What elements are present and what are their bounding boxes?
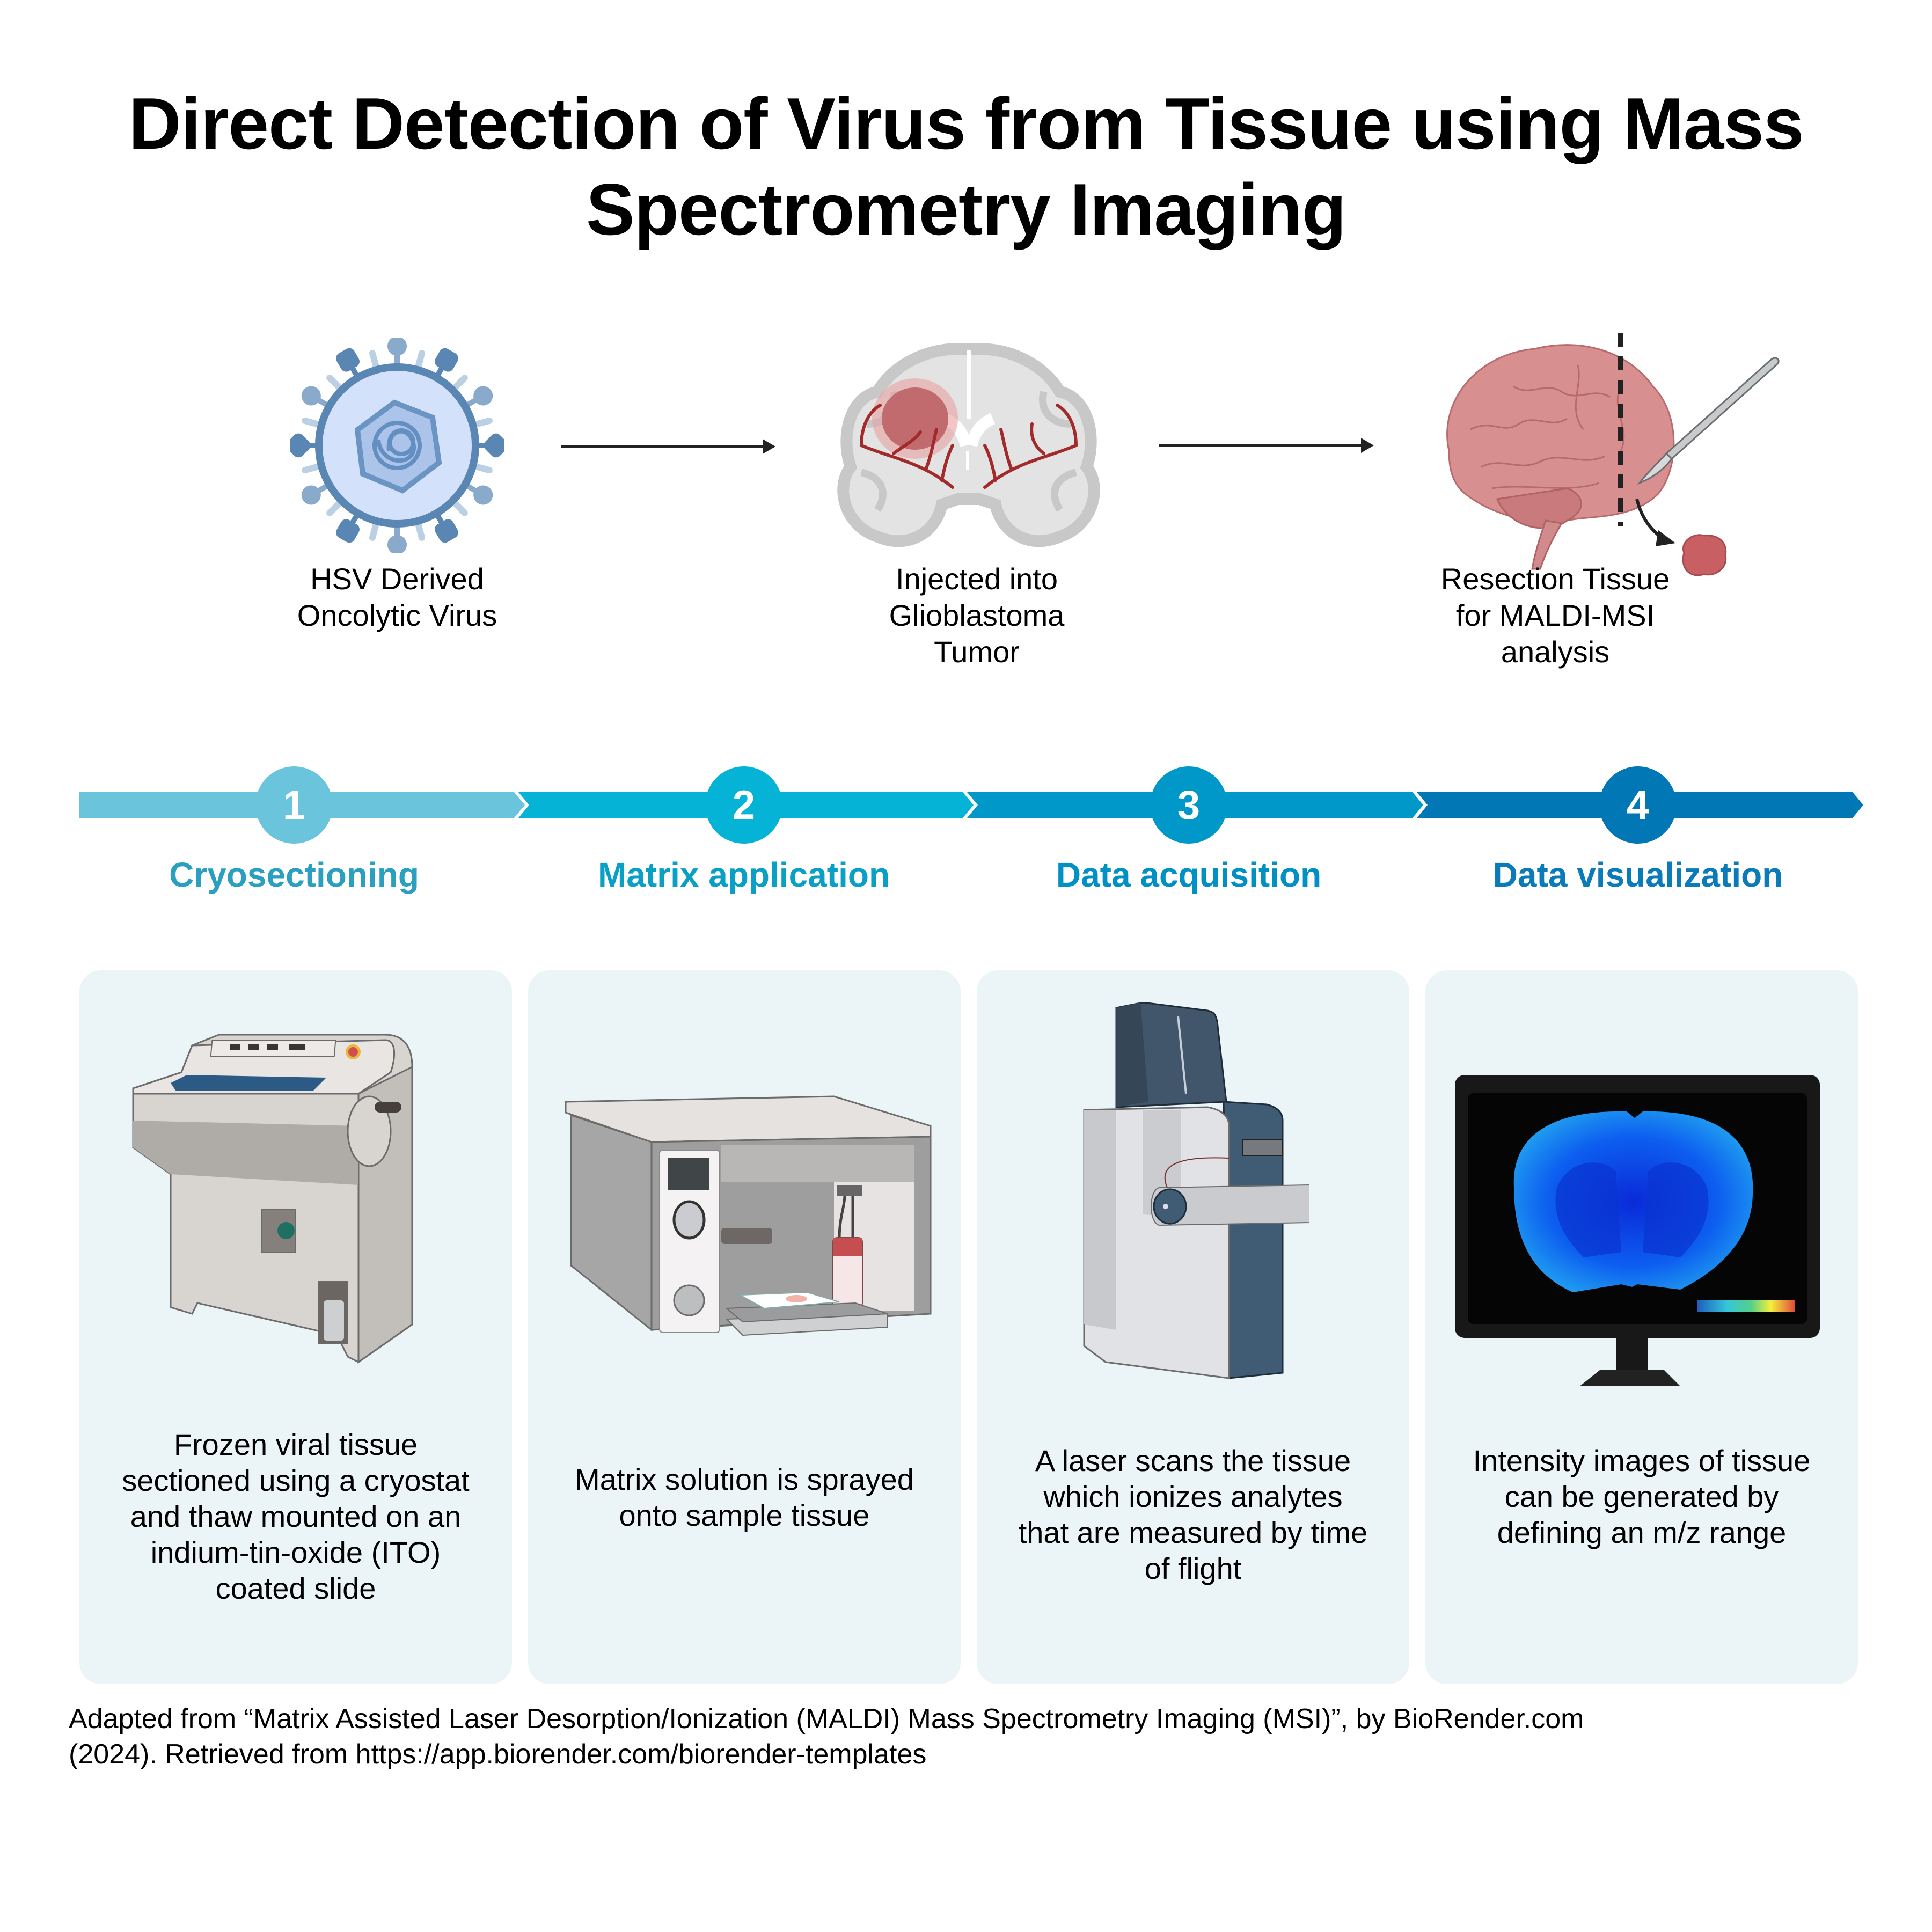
- cryostat-icon: [132, 1034, 413, 1364]
- scalpel-icon: [1637, 357, 1780, 485]
- virus-genome: [372, 421, 422, 470]
- brain-resection-icon: [1446, 333, 1780, 576]
- caption-line: that are measured by time: [1018, 1516, 1368, 1549]
- caption-line: onto sample tissue: [619, 1498, 870, 1532]
- msi-tissue-image: [1513, 1111, 1753, 1292]
- label-line: Injected into: [896, 562, 1058, 596]
- label-line: analysis: [1501, 635, 1610, 669]
- virus-spikes: [290, 338, 504, 553]
- gauge: [672, 1200, 706, 1240]
- brain-tumor-section-icon: [837, 343, 1100, 547]
- status-display: [1242, 1139, 1283, 1156]
- caption-line: defining an m/z range: [1497, 1516, 1787, 1549]
- tissue-sample: [786, 1295, 807, 1302]
- color-scale-bar: [1697, 1300, 1795, 1312]
- footer-line-1: Adapted from “Matrix Assisted Laser Deso…: [69, 1703, 1584, 1735]
- tumor: [882, 387, 948, 450]
- overview-label-resection: Resection Tissue for MALDI-MSI analysis: [1367, 561, 1743, 670]
- label-line: Tumor: [934, 635, 1020, 669]
- label-line: for MALDI-MSI: [1455, 598, 1655, 632]
- step-badge-1: [255, 766, 333, 844]
- mass-spectrometer-icon: [1083, 1002, 1309, 1379]
- sample-port: [1153, 1188, 1187, 1225]
- page-title: Direct Detection of Virus from Tissue us…: [0, 80, 1932, 252]
- handwheel-handle: [375, 1102, 401, 1113]
- label-line: Glioblastoma: [889, 598, 1065, 632]
- caption-line: indium-tin-oxide (ITO): [150, 1535, 441, 1569]
- label-line: Oncolytic Virus: [297, 598, 497, 632]
- step-card-matrix-application: Matrix solution is sprayed onto sample t…: [528, 970, 961, 1684]
- cryo-chamber: [171, 1075, 326, 1091]
- overview-label-injection: Injected into Glioblastoma Tumor: [789, 561, 1165, 670]
- step-progress-bar: 1 2 3 4: [79, 766, 1863, 844]
- step-label-matrix-application: Matrix application: [597, 855, 890, 894]
- dial-knob: [673, 1284, 705, 1316]
- step-badge-4: [1599, 766, 1677, 844]
- caption-line: Frozen viral tissue: [173, 1428, 418, 1461]
- step-number-3: 3: [1177, 782, 1200, 828]
- resected-tissue: [1682, 534, 1727, 576]
- card-caption: Matrix solution is sprayed onto sample t…: [528, 1461, 961, 1533]
- monitor-stand: [1616, 1338, 1648, 1370]
- virus-capsid: [354, 399, 442, 494]
- step-number-1: 1: [283, 782, 305, 828]
- brain-lateral: [1446, 344, 1675, 570]
- step-label-data-acquisition: Data acquisition: [1056, 855, 1322, 894]
- label-line: Resection Tissue: [1440, 562, 1670, 596]
- caption-line: can be generated by: [1504, 1480, 1779, 1513]
- caption-line: and thaw mounted on an: [130, 1499, 462, 1533]
- flow-arrow-1: [561, 439, 775, 454]
- step-badge-3: [1150, 766, 1227, 844]
- monitor-base: [1579, 1370, 1680, 1386]
- step-card-data-visualization: Intensity images of tissue can be genera…: [1425, 970, 1858, 1684]
- step-number-4: 4: [1627, 782, 1649, 828]
- caption-line: A laser scans the tissue: [1035, 1444, 1351, 1477]
- caption-line: of flight: [1144, 1552, 1242, 1585]
- step-label-cryosectioning: Cryosectioning: [169, 855, 419, 894]
- label-line: HSV Derived: [310, 562, 484, 596]
- step-badge-2: [705, 766, 782, 844]
- card-caption: Intensity images of tissue can be genera…: [1425, 1443, 1858, 1550]
- display-screen: [668, 1158, 709, 1190]
- card-caption: Frozen viral tissue sectioned using a cr…: [79, 1426, 512, 1606]
- title-line-2: Spectrometry Imaging: [586, 169, 1346, 250]
- matrix-sprayer-icon: [565, 1095, 932, 1336]
- footer-line-2: (2024). Retrieved from https://app.biore…: [69, 1739, 927, 1770]
- msi-monitor-icon: [1455, 1075, 1820, 1386]
- flow-arrow-2: [1159, 438, 1374, 453]
- step-card-cryosectioning: Frozen viral tissue sectioned using a cr…: [79, 970, 512, 1684]
- card-caption: A laser scans the tissue which ionizes a…: [977, 1443, 1409, 1586]
- step-card-data-acquisition: A laser scans the tissue which ionizes a…: [977, 970, 1409, 1684]
- caption-line: which ionizes analytes: [1043, 1480, 1343, 1513]
- step-number-2: 2: [733, 782, 755, 828]
- control-column: [659, 1150, 720, 1333]
- handwheel: [347, 1095, 392, 1167]
- title-line-1: Direct Detection of Virus from Tissue us…: [128, 83, 1804, 164]
- overview-label-virus: HSV Derived Oncolytic Virus: [209, 561, 585, 634]
- step-label-data-visualization: Data visualization: [1492, 855, 1783, 894]
- caption-line: Intensity images of tissue: [1473, 1444, 1811, 1477]
- virus-icon: [290, 338, 504, 553]
- caption-line: Matrix solution is sprayed: [575, 1462, 914, 1496]
- caption-line: sectioned using a cryostat: [122, 1463, 470, 1497]
- caption-line: coated slide: [215, 1571, 376, 1605]
- attribution-footer: Adapted from “Matrix Assisted Laser Deso…: [69, 1701, 1893, 1772]
- knob: [277, 1222, 295, 1239]
